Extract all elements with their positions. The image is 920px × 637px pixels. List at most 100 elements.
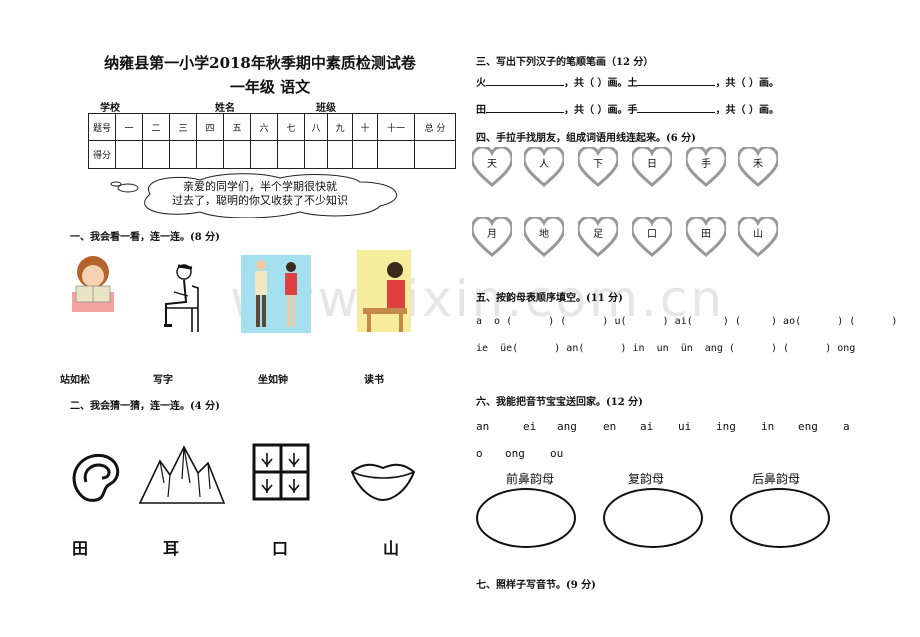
- field-icon: [252, 443, 310, 501]
- ellipse-front-nasal[interactable]: [476, 488, 576, 548]
- syllable[interactable]: o: [476, 447, 483, 460]
- syllable[interactable]: an: [476, 420, 490, 433]
- syllable[interactable]: ang: [557, 420, 577, 433]
- score-cell[interactable]: [250, 140, 278, 169]
- syllable[interactable]: ui: [678, 420, 692, 433]
- heart-top-2[interactable]: 人: [522, 145, 566, 187]
- section7-heading: 七、照样子写音节。(9 分): [476, 580, 596, 591]
- score-cell[interactable]: [223, 140, 251, 169]
- section3-row-2: 田，共（ ）画。手，共（ ）画。: [476, 101, 779, 116]
- heart-top-3[interactable]: 下: [576, 145, 620, 187]
- section1-label-1: 站如松: [60, 375, 90, 386]
- children-standing-icon: [241, 255, 311, 333]
- heart-bottom-3[interactable]: 足: [576, 215, 620, 257]
- score-table-value-row: 得分: [88, 140, 456, 169]
- heart-bottom-5[interactable]: 田: [684, 215, 728, 257]
- name-field: 姓名: [215, 99, 297, 114]
- class-label: 班级: [316, 103, 336, 114]
- school-label: 学校: [100, 103, 120, 114]
- score-col: 四: [196, 113, 224, 141]
- score-cell[interactable]: [277, 140, 305, 169]
- group-label-compound: 复韵母: [628, 472, 665, 486]
- man-sitting-icon: [164, 264, 199, 332]
- section5-line-2[interactable]: ie üe( ) an( ) in un ün ang ( ) ( ) ong: [476, 343, 856, 354]
- syllable[interactable]: a: [843, 420, 850, 433]
- class-field: 班级: [316, 99, 416, 114]
- syllable[interactable]: ong: [505, 447, 525, 460]
- section5-heading: 五、按韵母表顺序填空。(11 分): [476, 293, 623, 304]
- section2-char-2: 耳: [163, 539, 180, 558]
- girl-reading-icon: [72, 256, 114, 312]
- section1-label-2: 写字: [153, 375, 173, 386]
- score-cell[interactable]: [414, 140, 456, 169]
- ellipse-compound[interactable]: [603, 488, 703, 548]
- score-table: 题号 一 二 三 四 五 六 七 八 九 十 十一 总 分 得分: [88, 113, 456, 169]
- section3-row-1: 火，共（ ）画。土，共（ ）画。: [476, 74, 779, 89]
- syllable[interactable]: ou: [550, 447, 564, 460]
- heart-bottom-2[interactable]: 地: [522, 215, 566, 257]
- mouth-icon: [350, 463, 416, 502]
- score-col: 六: [250, 113, 278, 141]
- cloud-line-2: 过去了，聪明的你又收获了不少知识: [172, 194, 348, 207]
- section1-label-3: 坐如钟: [258, 375, 288, 386]
- syllable[interactable]: ai: [640, 420, 654, 433]
- stroke-blank[interactable]: [637, 103, 716, 113]
- score-cell[interactable]: [304, 140, 328, 169]
- score-cell[interactable]: [377, 140, 415, 169]
- ear-icon: [72, 453, 120, 502]
- section4-heading: 四、手拉手找朋友，组成词语用线连起来。(6 分): [476, 133, 696, 144]
- stroke-char: 田: [476, 105, 486, 116]
- syllable[interactable]: ei: [523, 420, 537, 433]
- stroke-blank[interactable]: [486, 76, 564, 86]
- stroke-count-text: ，共（ ）画。: [564, 78, 628, 89]
- group-label-back-nasal: 后鼻韵母: [752, 472, 801, 486]
- score-col: 一: [115, 113, 143, 141]
- section2-char-1: 田: [72, 539, 89, 558]
- watermark: www.zixin.com.cn: [230, 270, 726, 328]
- section2-char-4: 山: [383, 539, 400, 558]
- syllable[interactable]: ing: [716, 420, 736, 433]
- section5-line-1[interactable]: a o ( ) ( ) u( ) ai( ) ( ) ao( ) ( ): [476, 316, 898, 327]
- heart-char: 人: [539, 159, 549, 170]
- heart-char: 口: [647, 229, 657, 240]
- stroke-count-text: ，共（ ）画。: [715, 105, 779, 116]
- syllable[interactable]: in: [761, 420, 775, 433]
- section1-label-4: 读书: [364, 375, 384, 386]
- heart-top-1[interactable]: 天: [470, 145, 514, 187]
- score-col: 八: [304, 113, 328, 141]
- score-table-header-row: 题号 一 二 三 四 五 六 七 八 九 十 十一 总 分: [88, 113, 456, 141]
- ellipse-back-nasal[interactable]: [730, 488, 830, 548]
- score-cell[interactable]: [142, 140, 170, 169]
- cloud-line-1: 亲爱的同学们，半个学期很快就: [183, 180, 337, 193]
- page-title: 纳雍县第一小学2018年秋季期中素质检测试卷: [104, 54, 416, 72]
- group-label-front-nasal: 前鼻韵母: [506, 472, 555, 486]
- heart-bottom-4[interactable]: 口: [630, 215, 674, 257]
- score-col: 七: [277, 113, 305, 141]
- score-col: 三: [169, 113, 197, 141]
- heart-bottom-6[interactable]: 山: [736, 215, 780, 257]
- heart-top-5[interactable]: 手: [684, 145, 728, 187]
- heart-char: 田: [701, 229, 711, 240]
- score-cell[interactable]: [196, 140, 224, 169]
- stroke-char: 手: [627, 105, 638, 116]
- cloud-text: 亲爱的同学们，半个学期很快就 过去了，聪明的你又收获了不少知识: [150, 180, 370, 208]
- score-cell[interactable]: [115, 140, 143, 169]
- heart-char: 天: [487, 159, 497, 170]
- section2-char-3: 口: [272, 539, 289, 558]
- section1-heading: 一、我会看一看，连一连。(8 分): [70, 232, 220, 243]
- stroke-char: 土: [627, 78, 638, 89]
- score-cell[interactable]: [327, 140, 353, 169]
- heart-top-6[interactable]: 禾: [736, 145, 780, 187]
- heart-char: 禾: [753, 159, 763, 170]
- stroke-blank[interactable]: [486, 103, 564, 113]
- score-cell[interactable]: [169, 140, 197, 169]
- heart-char: 日: [647, 159, 657, 170]
- syllable[interactable]: eng: [798, 420, 818, 433]
- syllable[interactable]: en: [603, 420, 617, 433]
- heart-top-4[interactable]: 日: [630, 145, 674, 187]
- score-row-label: 得分: [88, 140, 116, 169]
- stroke-blank[interactable]: [637, 76, 716, 86]
- score-cell[interactable]: [352, 140, 378, 169]
- school-field: 学校: [100, 99, 170, 114]
- heart-bottom-1[interactable]: 月: [470, 215, 514, 257]
